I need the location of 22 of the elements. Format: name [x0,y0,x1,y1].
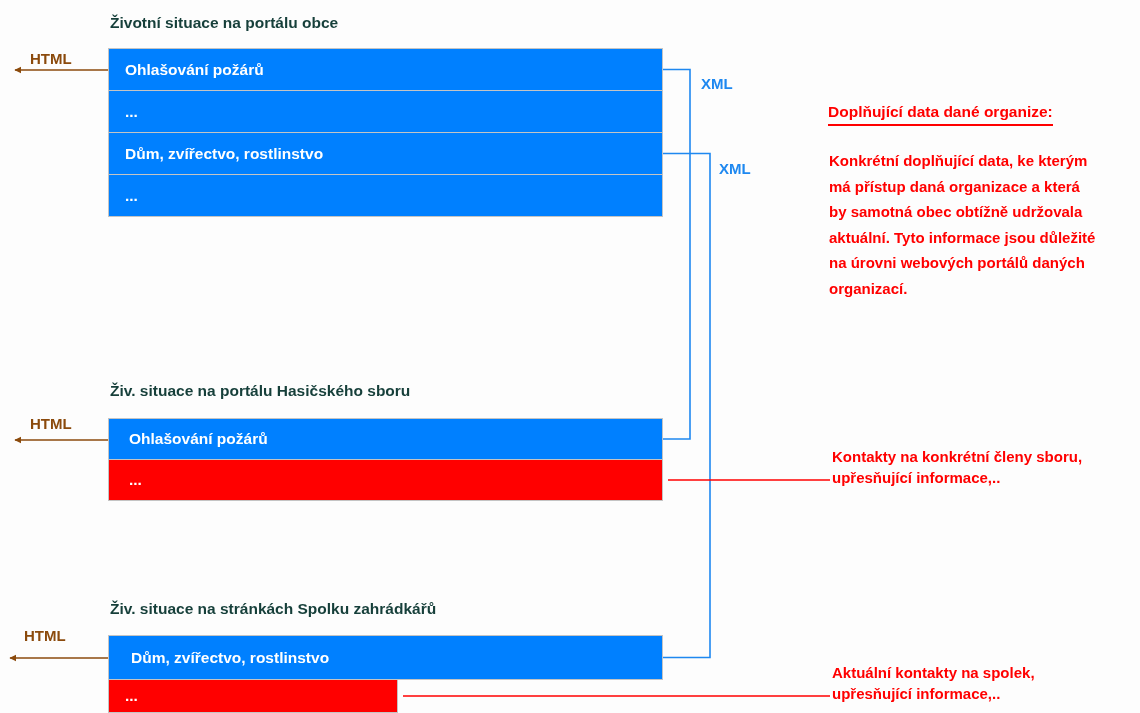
note-heading: Doplňující data dané organize: [828,103,1053,126]
list-row: Ohlašování požárů [108,418,663,460]
list-row: ... [108,174,663,217]
connector-line [402,695,831,697]
arrow [14,66,109,74]
panel-title: Životní situace na portálu obce [110,14,339,32]
connector-line [662,152,711,659]
list-row: Dům, zvířectvo, rostlinstvo [108,132,663,175]
panel-title: Živ. situace na stránkách Spolku zahrádkářů [110,600,437,618]
connector-line [662,68,691,440]
list-row: Ohlašování požárů [108,48,663,91]
note-text: Aktuální kontakty na spolek, upřesňující informace,.. [832,662,1102,704]
note-paragraph: Konkrétní doplňující data, ke kterým má přístup daná organizace a která by samotná obec obtížně udržovala aktuální. Tyto informace jsou důležité na úrovni webových portálů daných organizací. [829,151,1097,299]
arrow [9,654,109,662]
list-row: ... [108,679,398,713]
list-row: ... [108,90,663,133]
note-text: Kontakty na konkrétní členy sboru, upřesňující informace,.. [832,446,1117,488]
arrow [14,436,109,444]
connector-line [667,479,831,481]
list-row: ... [108,459,663,501]
list-row: Dům, zvířectvo, rostlinstvo [108,635,663,680]
panel-title: Živ. situace na portálu Hasičského sboru [110,382,411,400]
